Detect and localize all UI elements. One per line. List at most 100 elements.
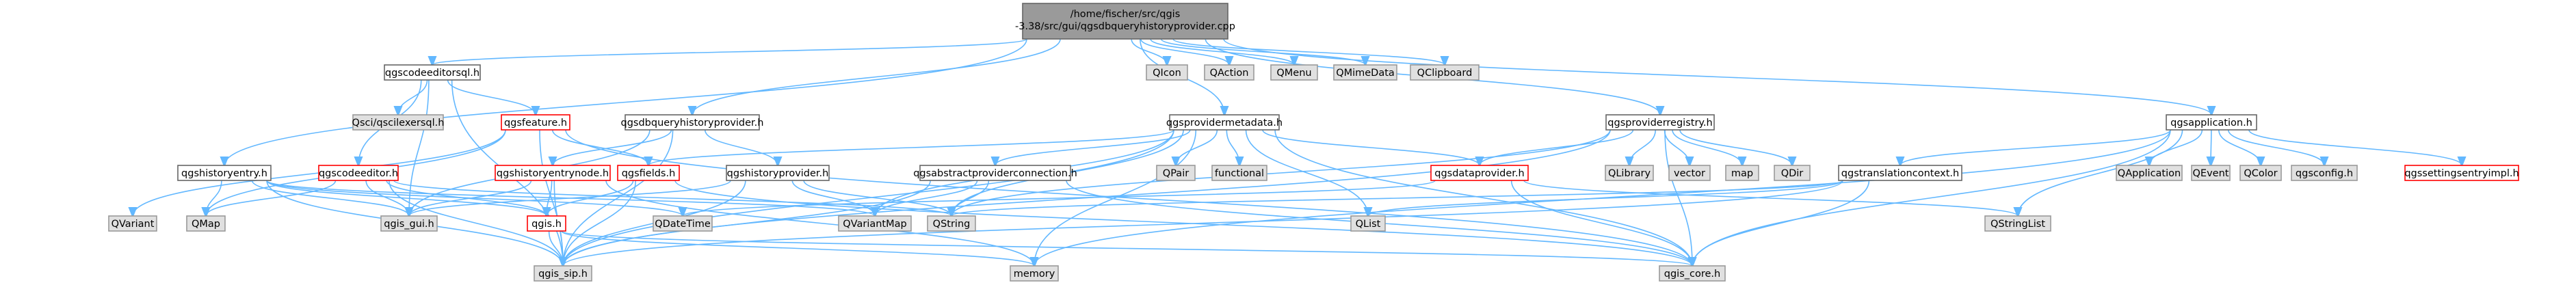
node-codeeditor[interactable]: qgscodeeditor.h xyxy=(318,165,399,181)
node-label-qgis_core: qgis_core.h xyxy=(1664,269,1720,280)
node-qmimedata[interactable]: QMimeData xyxy=(1333,64,1397,81)
node-label-providermetadata: qgsprovidermetadata.h xyxy=(1166,118,1283,128)
edge-qgsfields-to-qgis_h xyxy=(547,180,634,216)
node-qdatetime[interactable]: QDateTime xyxy=(653,215,713,232)
node-box-qmimedata xyxy=(1333,64,1397,81)
node-qgsdataprovider[interactable]: qgsdataprovider.h xyxy=(1430,165,1529,181)
edge-qgsfields-to-qgis_core xyxy=(674,180,1692,266)
node-qlibrary[interactable]: QLibrary xyxy=(1605,165,1654,181)
node-providermetadata[interactable]: qgsprovidermetadata.h xyxy=(1166,114,1283,131)
node-box-abstractproviderconnection xyxy=(919,165,1071,181)
node-providerregistry[interactable]: qgsproviderregistry.h xyxy=(1605,114,1715,131)
node-map[interactable]: map xyxy=(1725,165,1759,181)
node-qlist[interactable]: QList xyxy=(1350,215,1386,232)
edge-codeeditorsql-to-qscilexersql xyxy=(398,79,428,115)
edge-application-to-qstringlist xyxy=(2018,129,2183,216)
node-qaction[interactable]: QAction xyxy=(1204,64,1254,81)
node-qgsfields[interactable]: qgsfields.h xyxy=(617,165,680,181)
node-qgis_core[interactable]: qgis_core.h xyxy=(1659,265,1726,282)
node-box-translationcontext xyxy=(1838,165,1962,181)
edge-root-to-historyentry xyxy=(224,38,1027,165)
node-abstractproviderconnection[interactable]: qgsabstractproviderconnection.h xyxy=(913,165,1077,181)
node-box-qmap xyxy=(186,215,226,232)
node-qclipboard[interactable]: QClipboard xyxy=(1410,64,1480,81)
edge-providerregistry-to-map xyxy=(1672,129,1742,165)
node-qpair[interactable]: QPair xyxy=(1156,165,1196,181)
node-label-map: map xyxy=(1731,168,1753,179)
edge-historyentry-to-qgis_gui xyxy=(251,180,410,216)
node-label-qscilexersql: Qsci/qscilexersql.h xyxy=(352,118,445,128)
root-node-path-line2: -3.38/src/gui/qgsdbqueryhistoryprovider.… xyxy=(1015,21,1235,32)
node-qcolor[interactable]: QColor xyxy=(2239,165,2282,181)
edge-dbqueryhistoryprovider-to-historyentrynode xyxy=(553,129,672,165)
edge-dbqueryhistoryprovider-to-qgis_sip xyxy=(563,129,674,266)
node-qvariantmap[interactable]: QVariantMap xyxy=(838,215,912,232)
node-qicon[interactable]: QIcon xyxy=(1146,64,1188,81)
node-label-qstringlist: QStringList xyxy=(1990,219,2045,230)
edge-root-to-dbqueryhistoryprovider xyxy=(692,38,1061,115)
node-label-functional: functional xyxy=(1215,168,1264,179)
node-translationcontext[interactable]: qgstranslationcontext.h xyxy=(1838,165,1962,181)
node-qapplication[interactable]: QApplication xyxy=(2116,165,2183,181)
node-qvariant[interactable]: QVariant xyxy=(108,215,157,232)
node-dbqueryhistoryprovider[interactable]: qgsdbqueryhistoryprovider.h xyxy=(621,114,764,131)
node-box-qapplication xyxy=(2116,165,2183,181)
node-qmap[interactable]: QMap xyxy=(186,215,226,232)
node-box-qgis_core xyxy=(1659,265,1726,282)
node-qmenu[interactable]: QMenu xyxy=(1270,64,1318,81)
node-label-qdatetime: QDateTime xyxy=(655,219,711,230)
node-historyprovider[interactable]: qgshistoryprovider.h xyxy=(726,165,830,181)
node-box-qgis_sip xyxy=(534,265,592,282)
node-box-qgsconfig xyxy=(2291,165,2358,181)
node-qgsfeature[interactable]: qgsfeature.h xyxy=(501,114,570,131)
node-box-qstringlist xyxy=(1984,215,2051,232)
node-application[interactable]: qgsapplication.h xyxy=(2166,114,2257,131)
node-historyentrynode[interactable]: qgshistoryentrynode.h xyxy=(495,165,611,181)
node-label-qmenu: QMenu xyxy=(1276,68,1311,79)
node-box-qgsdataprovider xyxy=(1430,165,1529,181)
node-historyentry[interactable]: qgshistoryentry.h xyxy=(177,165,272,181)
node-memory[interactable]: memory xyxy=(1010,265,1059,282)
node-settingsentryimpl[interactable]: qgssettingsentryimpl.h xyxy=(2404,165,2519,181)
edge-application-to-qgsconfig xyxy=(2227,129,2324,165)
node-qgis_sip[interactable]: qgis_sip.h xyxy=(534,265,592,282)
node-label-application: qgsapplication.h xyxy=(2170,118,2252,128)
node-qevent[interactable]: QEvent xyxy=(2191,165,2231,181)
edge-providermetadata-to-qgis_sip xyxy=(563,129,1174,266)
node-qgis_gui[interactable]: qgis_gui.h xyxy=(380,215,438,232)
edge-providermetadata-to-abstractproviderconnection xyxy=(995,129,1191,165)
node-box-qevent xyxy=(2191,165,2231,181)
root-node[interactable]: /home/fischer/src/qgis -3.38/src/gui/qgs… xyxy=(1015,3,1235,40)
edge-historyentrynode-to-memory xyxy=(605,180,1034,266)
edge-abstractproviderconnection-to-qvariantmap xyxy=(875,180,978,216)
node-vector[interactable]: vector xyxy=(1668,165,1711,181)
node-codeeditorsql[interactable]: qgscodeeditorsql.h xyxy=(384,64,481,81)
node-qstring[interactable]: QString xyxy=(927,215,976,232)
edges-layer xyxy=(133,38,2462,266)
node-qdir[interactable]: QDir xyxy=(1774,165,1811,181)
edge-historyentry-to-qdatetime xyxy=(266,180,683,216)
node-label-codeeditor: qgscodeeditor.h xyxy=(319,168,398,179)
edge-historyprovider-to-qstring xyxy=(803,180,951,216)
node-label-historyprovider: qgshistoryprovider.h xyxy=(727,168,829,179)
node-box-vector xyxy=(1668,165,1711,181)
node-qscilexersql[interactable]: Qsci/qscilexersql.h xyxy=(352,114,445,131)
node-box-qicon xyxy=(1146,64,1188,81)
node-label-qaction: QAction xyxy=(1210,68,1249,79)
node-box-codeeditor xyxy=(318,165,399,181)
node-label-qgis_sip: qgis_sip.h xyxy=(538,269,588,280)
node-label-settingsentryimpl: qgssettingsentryimpl.h xyxy=(2404,168,2519,179)
node-qgsconfig[interactable]: qgsconfig.h xyxy=(2291,165,2358,181)
edge-translationcontext-to-qstring xyxy=(951,180,1843,216)
edge-application-to-settingsentryimpl xyxy=(2248,129,2462,165)
node-label-qlibrary: QLibrary xyxy=(1608,168,1651,179)
node-qgis_h[interactable]: qgis.h xyxy=(527,215,566,232)
node-label-historyentry: qgshistoryentry.h xyxy=(181,168,267,179)
node-functional[interactable]: functional xyxy=(1211,165,1267,181)
node-box-qstring xyxy=(927,215,976,232)
node-box-qdir xyxy=(1774,165,1811,181)
node-label-qclipboard: QClipboard xyxy=(1417,68,1473,79)
edge-qgsfeature-to-qgis_core xyxy=(565,129,1692,266)
node-qstringlist[interactable]: QStringList xyxy=(1984,215,2051,232)
edge-codeeditorsql-to-qgsfeature xyxy=(447,79,536,115)
